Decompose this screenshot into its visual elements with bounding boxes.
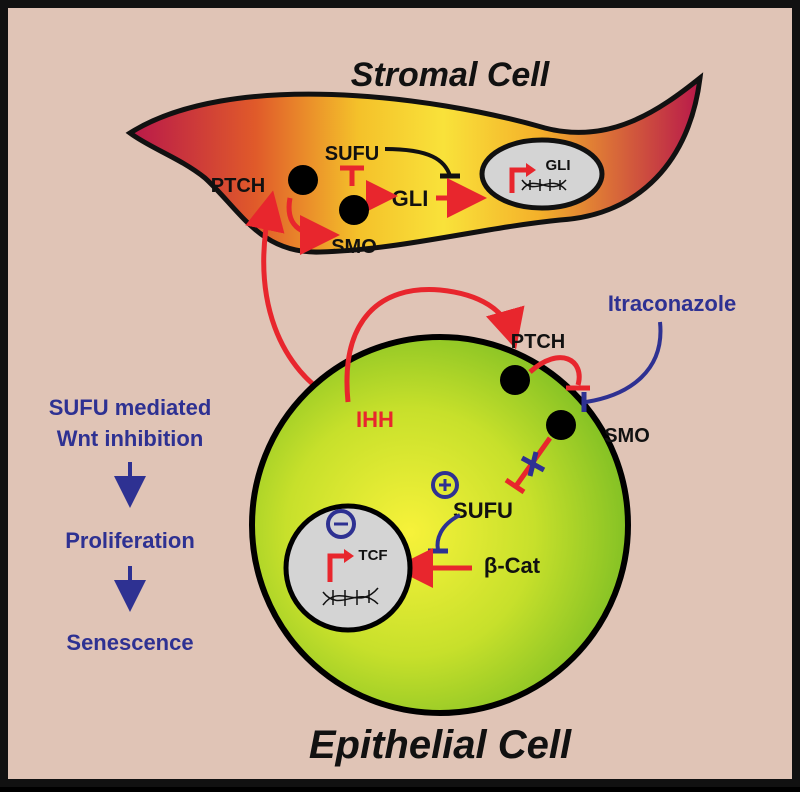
ihh-to-epithelial-ptch-arrow [344, 287, 525, 403]
nucleus-gli-label: GLI [546, 157, 571, 174]
flow-step2: Proliferation [65, 528, 195, 553]
plus-circle-icon [431, 471, 459, 499]
minus-circle-icon [326, 509, 356, 539]
stromal-smo-label: SMO [331, 236, 377, 258]
tcf-transcription-arrowhead [344, 549, 354, 563]
stromal-smo-receptor [339, 195, 369, 225]
stromal-ptch-receptor [288, 165, 318, 195]
blocked-cross-icon [520, 451, 546, 477]
epithelial-sufu-label: SUFU [453, 498, 513, 523]
ihh-label: IHH [356, 407, 394, 432]
tcf-label: TCF [358, 547, 387, 564]
smo-sufu-inhibition-bar-epithelial [504, 477, 526, 495]
gli-transcription-arrow-icon [509, 167, 528, 193]
itraconazole-inhibits-smo-line [585, 321, 663, 404]
epithelial-cell-title: Epithelial Cell [309, 723, 572, 767]
ptch-smo-arrow [286, 197, 340, 255]
epithelial-ptch-label: PTCH [511, 331, 565, 353]
stromal-sufu-label: SUFU [325, 143, 379, 165]
transcription-arrowhead [526, 163, 536, 177]
epithelial-nucleus [283, 503, 413, 633]
stromal-cell-title: Stromal Cell [351, 56, 551, 94]
sufu-inhibits-tcf-line [435, 513, 461, 551]
flow-step1-line1: SUFU mediated [49, 395, 212, 420]
beta-cat-label: β-Cat [484, 553, 541, 578]
stromal-ptch-label: PTCH [211, 175, 265, 197]
ptch-inhibits-smo-line [528, 355, 582, 386]
tcf-transcription-arrow-icon [327, 553, 346, 582]
flow-step3: Senescence [66, 630, 193, 655]
stromal-dna-helix-icon [521, 179, 567, 191]
epithelial-ptch-receptor [500, 365, 530, 395]
sufu-inhibits-gli-line [384, 147, 452, 177]
epithelial-smo-label: SMO [604, 425, 650, 447]
itraconazole-label: Itraconazole [608, 291, 736, 316]
stromal-nucleus [479, 137, 605, 211]
flow-step1-line2: Wnt inhibition [57, 426, 204, 451]
epithelial-smo-receptor [546, 410, 576, 440]
stromal-gli-label: GLI [392, 186, 429, 211]
epithelial-dna-helix-icon [322, 587, 379, 606]
